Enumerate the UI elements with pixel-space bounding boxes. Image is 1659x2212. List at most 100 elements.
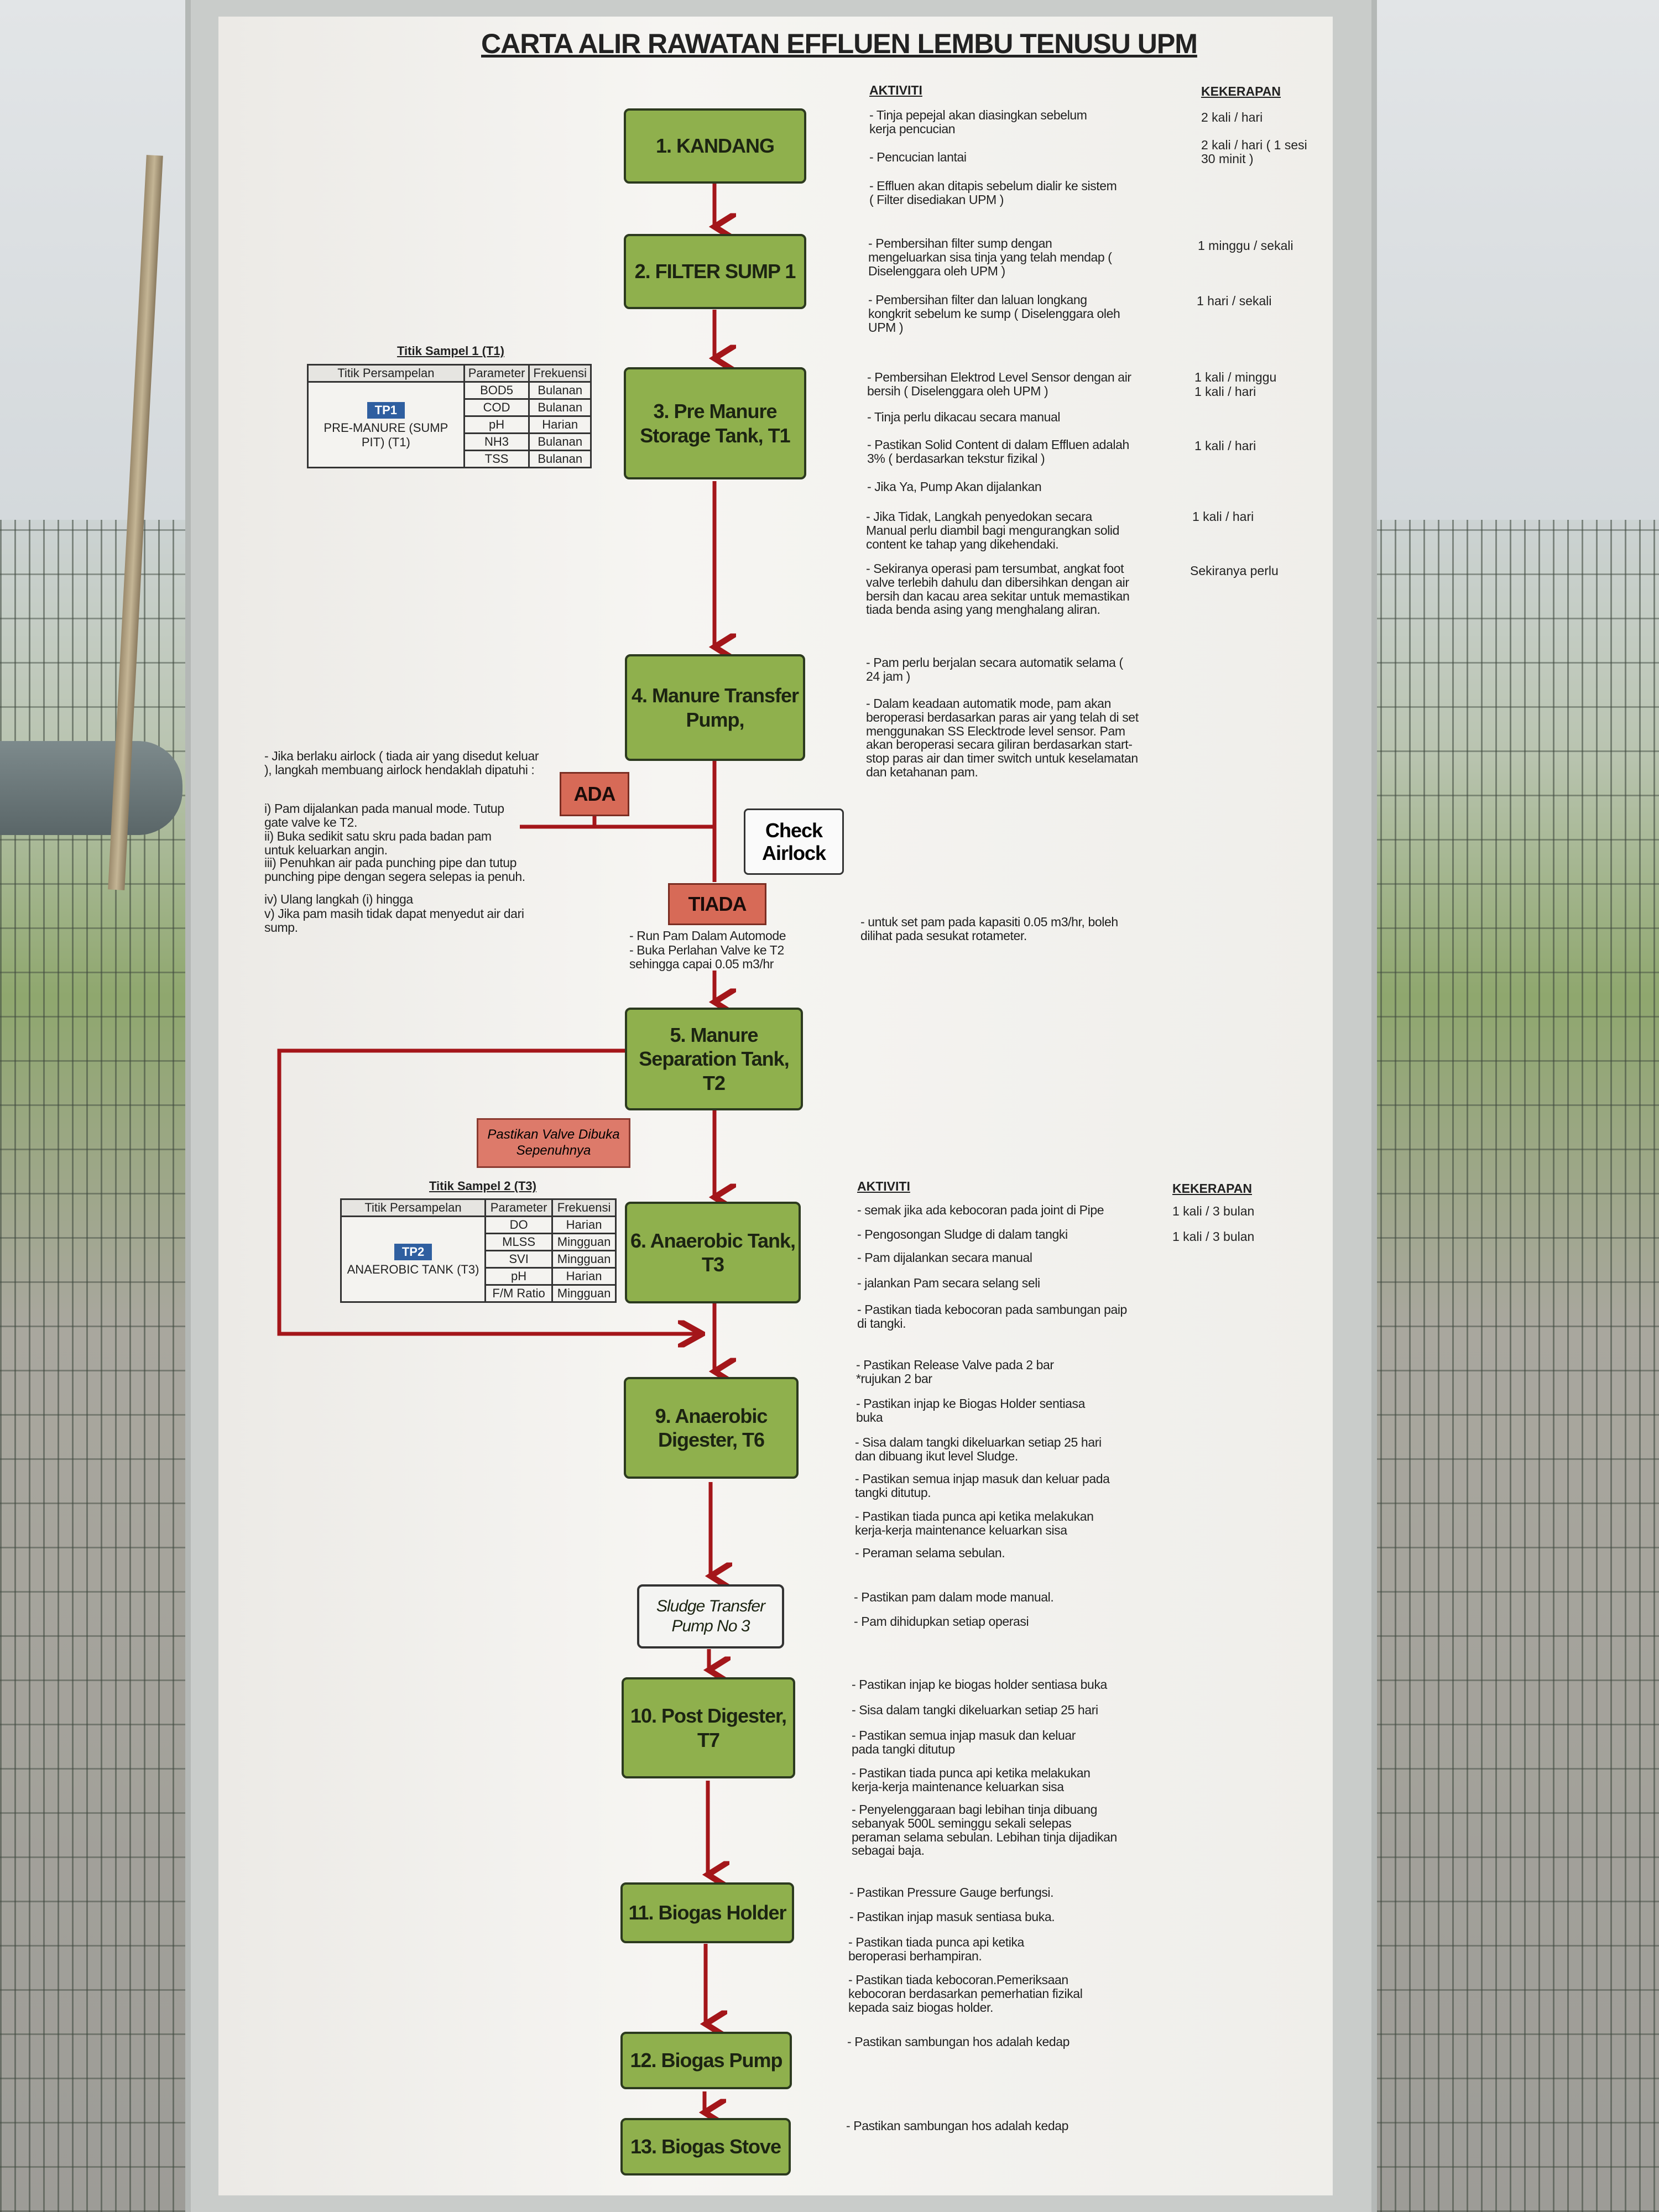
activity-item: - Pastikan tiada punca api ketika berope… — [848, 1935, 1024, 1963]
activity-item: - Jika Ya, Pump Akan dijalankan — [867, 479, 1042, 494]
step-manure-separation-tank: 5. Manure Separation Tank, T2 — [625, 1008, 803, 1110]
table-cell: Bulanan — [528, 432, 592, 451]
table-cell: Mingguan — [551, 1233, 617, 1251]
activity-item: - Pam dijalankan secara manual — [857, 1250, 1032, 1265]
activity-item: - Pastikan semua injap masuk dan keluar … — [855, 1472, 1110, 1500]
step-anaerobic-tank: 6. Anaerobic Tank, T3 — [625, 1202, 801, 1303]
step-biogas-pump: 12. Biogas Pump — [620, 2032, 792, 2089]
table-header: Titik Persampelan — [340, 1198, 487, 1217]
activity-item: - Pembersihan filter sump dengan mengelu… — [868, 236, 1112, 278]
step-kandang: 1. KANDANG — [624, 108, 806, 184]
table-cell: Mingguan — [551, 1250, 617, 1269]
activity-item: - Pastikan tiada punca api ketika melaku… — [855, 1509, 1094, 1537]
table-cell: Bulanan — [528, 450, 592, 468]
activity-item: - Effluen akan ditapis sebelum dialir ke… — [869, 179, 1117, 207]
activity-item: - Tinja pepejal akan diasingkan sebelum … — [869, 108, 1087, 136]
check-airlock-box: Check Airlock — [744, 808, 844, 875]
sample-table-2-title: Titik Sampel 2 (T3) — [429, 1179, 536, 1193]
table-cell: Harian — [528, 415, 592, 434]
activity-item: - jalankan Pam secara selang seli — [857, 1276, 1040, 1290]
airlock-intro: - Jika berlaku airlock ( tiada air yang … — [264, 749, 539, 777]
activity-item: - Jika Tidak, Langkah penyedokan secara … — [866, 509, 1120, 551]
sample-point-name: ANAEROBIC TANK (T3) — [347, 1262, 479, 1276]
table-cell: Bulanan — [528, 381, 592, 400]
page-title: CARTA ALIR RAWATAN EFFLUEN LEMBU TENUSU … — [481, 28, 1198, 59]
table-cell: NH3 — [463, 432, 530, 451]
table-header: Parameter — [463, 364, 530, 383]
kekerapan-header-1: KEKERAPAN — [1201, 84, 1281, 98]
activity-item: - Pastikan Release Valve pada 2 bar *ruj… — [856, 1358, 1054, 1386]
table-cell: Harian — [551, 1215, 617, 1234]
sample-point-name: PRE-MANURE (SUMP PIT) (T1) — [324, 421, 448, 449]
frequency-item: Sekiranya perlu — [1190, 564, 1279, 578]
activity-item: - Pembersihan Elektrod Level Sensor deng… — [867, 370, 1131, 398]
activity-item: - Pam perlu berjalan secara automatik se… — [866, 655, 1123, 684]
table-cell: TSS — [463, 450, 530, 468]
airlock-step: iii) Penuhkan air pada punching pipe dan… — [264, 855, 525, 884]
step-biogas-stove: 13. Biogas Stove — [620, 2118, 791, 2176]
activity-item: - Sekiranya operasi pam tersumbat, angka… — [866, 561, 1130, 617]
table-header: Parameter — [484, 1198, 554, 1217]
table-cell: DO — [484, 1215, 554, 1234]
bypass-line — [277, 1048, 702, 1334]
airlock-step: v) Jika pam masih tidak dapat menyedut a… — [264, 906, 524, 935]
table-cell: pH — [484, 1267, 554, 1286]
tiada-step: - Buka Perlahan Valve ke T2 sehingga cap… — [629, 943, 784, 971]
activity-item: - Dalam keadaan automatik mode, pam akan… — [866, 696, 1139, 780]
airlock-step: ii) Buka sedikit satu skru pada badan pa… — [264, 829, 492, 857]
activity-item: - Pastikan Solid Content di dalam Efflue… — [867, 437, 1129, 466]
airlock-step: i) Pam dijalankan pada manual mode. Tutu… — [264, 801, 504, 830]
tiada-label: TIADA — [668, 883, 766, 925]
table-cell: Bulanan — [528, 398, 592, 417]
frequency-item: 1 kali / hari — [1194, 384, 1256, 399]
frequency-item: 2 kali / hari ( 1 sesi 30 minit ) — [1201, 138, 1307, 166]
activity-item: - Pastikan injap ke Biogas Holder sentia… — [856, 1396, 1086, 1425]
step-manure-transfer-pump: 4. Manure Transfer Pump, — [625, 654, 805, 761]
step-post-digester: 10. Post Digester, T7 — [622, 1677, 795, 1778]
table-cell: pH — [463, 415, 530, 434]
activity-item: - Pastikan sambungan hos adalah kedap — [846, 2119, 1069, 2133]
activity-item: - untuk set pam pada kapasiti 0.05 m3/hr… — [860, 915, 1118, 943]
activity-item: - Pastikan injap masuk sentiasa buka. — [849, 1910, 1055, 1924]
table-cell: BOD5 — [463, 381, 530, 400]
activity-item: - Pastikan injap ke biogas holder sentia… — [852, 1677, 1107, 1692]
tp-badge: TP2 — [394, 1244, 432, 1260]
table-cell: MLSS — [484, 1233, 554, 1251]
activity-item: - Pastikan semua injap masuk dan keluar … — [852, 1728, 1076, 1756]
valve-note: Pastikan Valve Dibuka Sepenuhnya — [477, 1118, 630, 1168]
activity-item: - Penyelenggaraan bagi lebihan tinja dib… — [852, 1802, 1117, 1858]
step-sludge-transfer-pump: Sludge Transfer Pump No 3 — [637, 1584, 784, 1648]
aktiviti-header-2: AKTIVITI — [857, 1179, 910, 1193]
kekerapan-header-2: KEKERAPAN — [1172, 1181, 1252, 1196]
frequency-item: 2 kali / hari — [1201, 110, 1263, 124]
activity-item: - Sisa dalam tangki dikeluarkan setiap 2… — [852, 1703, 1098, 1717]
frequency-item: 1 hari / sekali — [1197, 294, 1272, 308]
activity-item: - Pencucian lantai — [869, 150, 967, 164]
ada-label: ADA — [560, 772, 629, 816]
activity-item: - Peraman selama sebulan. — [855, 1546, 1005, 1560]
airlock-step: iv) Ulang langkah (i) hingga — [264, 892, 413, 906]
table-cell: COD — [463, 398, 530, 417]
step-biogas-holder: 11. Biogas Holder — [620, 1882, 794, 1943]
table-header: Frekuensi — [528, 364, 592, 383]
table-cell: F/M Ratio — [484, 1284, 554, 1303]
step-filter-sump: 2. FILTER SUMP 1 — [624, 234, 806, 309]
activity-item: - Pam dihidupkan setiap operasi — [854, 1614, 1029, 1629]
step-anaerobic-digester: 9. Anaerobic Digester, T6 — [624, 1377, 799, 1479]
activity-item: - Pastikan tiada kebocoran pada sambunga… — [857, 1302, 1127, 1331]
activity-item: - Pembersihan filter dan laluan longkang… — [868, 293, 1120, 335]
frequency-item: 1 kali / hari — [1194, 439, 1256, 453]
activity-item: - Pengosongan Sludge di dalam tangki — [857, 1227, 1068, 1241]
activity-item: - Pastikan Pressure Gauge berfungsi. — [849, 1885, 1054, 1900]
activity-item: - Pastikan tiada kebocoran.Pemeriksaan k… — [848, 1973, 1083, 2015]
table-cell: Harian — [551, 1267, 617, 1286]
frequency-item: 1 kali / 3 bulan — [1172, 1204, 1255, 1218]
frequency-item: 1 minggu / sekali — [1198, 238, 1293, 253]
activity-item: - Tinja perlu dikacau secara manual — [867, 410, 1061, 424]
frequency-item: 1 kali / hari — [1192, 509, 1254, 524]
activity-item: - Sisa dalam tangki dikeluarkan setiap 2… — [855, 1435, 1102, 1463]
